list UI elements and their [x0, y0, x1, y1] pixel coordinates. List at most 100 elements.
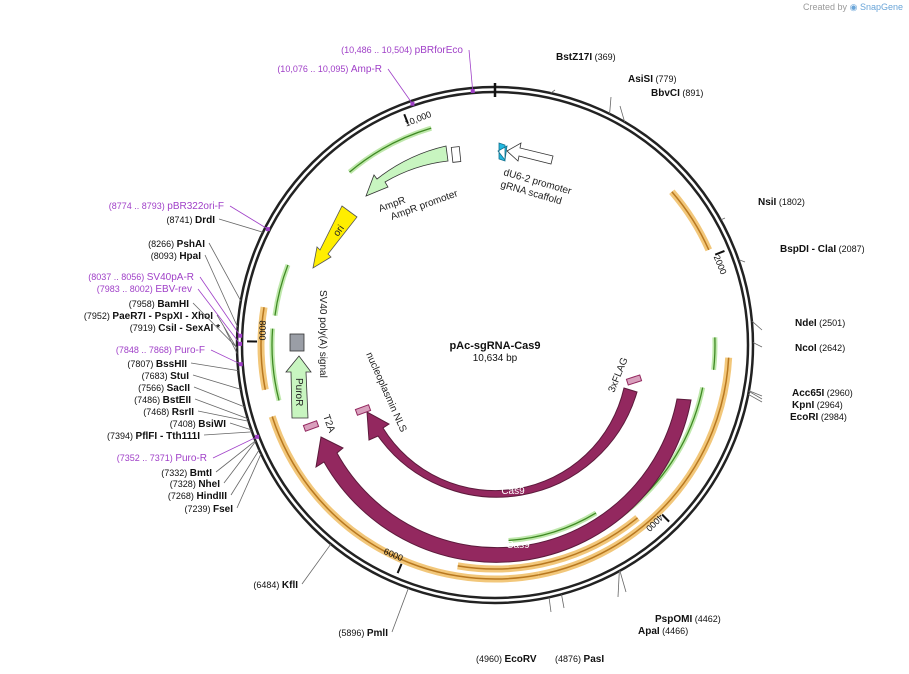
- nls-feature[interactable]: [354, 404, 372, 416]
- primer-marker[interactable]: [238, 362, 243, 367]
- primer-binding-arc-core: [349, 127, 432, 173]
- site-leader-line: [738, 259, 746, 263]
- site-position: (7468): [143, 407, 172, 417]
- restriction-site-label[interactable]: KpnI (2964): [792, 400, 843, 411]
- site-position: (2960): [824, 388, 853, 398]
- restriction-site-label[interactable]: (6484) KflI: [253, 580, 298, 591]
- ampr-promoter-feature[interactable]: [450, 146, 462, 163]
- primer-label[interactable]: (8774 .. 8793) pBR322ori-F: [109, 201, 224, 212]
- du6-promoter-feature[interactable]: [497, 142, 508, 162]
- cas9-feature[interactable]: [315, 398, 692, 563]
- site-leader-line: [391, 587, 409, 633]
- primer-label[interactable]: (7983 .. 8002) EBV-rev: [97, 284, 192, 295]
- restriction-site-label[interactable]: (7683) StuI: [142, 371, 190, 382]
- grna-scaffold-feature[interactable]: [506, 142, 554, 165]
- primer-marker[interactable]: [238, 333, 243, 338]
- restriction-site-label[interactable]: BbvCI (891): [651, 88, 703, 99]
- primer-label[interactable]: (10,486 .. 10,504) pBRforEco: [341, 45, 463, 56]
- tick-label: 6000: [382, 546, 404, 563]
- restriction-site-label[interactable]: (4960) EcoRV: [476, 654, 537, 665]
- primer-label[interactable]: (7352 .. 7371) Puro-R: [117, 453, 207, 464]
- restriction-site-label[interactable]: Acc65I (2960): [792, 388, 853, 399]
- primer-marker[interactable]: [238, 341, 243, 346]
- primer-marker[interactable]: [470, 88, 475, 93]
- restriction-site-label[interactable]: (7408) BsiWI: [170, 419, 227, 430]
- restriction-site-label[interactable]: (7952) PaeR7I - PspXI - XhoI: [84, 311, 213, 322]
- site-name: EcoRV: [505, 654, 537, 665]
- restriction-site-label[interactable]: (8741) DrdI: [166, 215, 215, 226]
- site-position: (7268): [168, 491, 197, 501]
- orf-track-core: [271, 416, 539, 580]
- site-leader-line: [609, 96, 612, 114]
- site-leader-line: [193, 386, 245, 408]
- restriction-site-label[interactable]: (7566) SacII: [138, 383, 190, 394]
- flag-feature[interactable]: [625, 374, 643, 386]
- site-position: (6484): [253, 580, 282, 590]
- site-leader-line: [548, 597, 552, 613]
- primer-position: (7983 .. 8002): [97, 284, 156, 294]
- site-position: (779): [653, 74, 677, 84]
- restriction-site-label[interactable]: (8093) HpaI: [151, 251, 201, 262]
- primer-label[interactable]: (7848 .. 7868) Puro-F: [116, 345, 205, 356]
- restriction-site-label[interactable]: (7268) HindIII: [168, 491, 227, 502]
- site-leader-line: [223, 441, 256, 484]
- cas9-inner-feature[interactable]: [366, 387, 638, 498]
- site-name: HindIII: [196, 491, 227, 502]
- site-leader-line: [561, 594, 565, 609]
- restriction-site-label[interactable]: (7958) BamHI: [129, 299, 189, 310]
- restriction-site-label[interactable]: NcoI (2642): [795, 343, 845, 354]
- restriction-site-label[interactable]: (7486) BstEII: [134, 395, 191, 406]
- primer-label[interactable]: (8037 .. 8056) SV40pA-R: [88, 272, 194, 283]
- ampr-feature[interactable]: [365, 145, 449, 197]
- t2a-feature[interactable]: [302, 420, 320, 432]
- site-name: DrdI: [195, 215, 215, 226]
- site-name: BstZ17I: [556, 52, 592, 63]
- restriction-site-label[interactable]: BspDI - ClaI (2087): [780, 244, 865, 255]
- primer-marker[interactable]: [255, 434, 260, 439]
- site-leader-line: [197, 410, 249, 422]
- primer-marker[interactable]: [410, 101, 415, 106]
- primer-leader-line: [197, 288, 241, 345]
- plasmid-size: 10,634 bp: [473, 353, 518, 364]
- restriction-site-label[interactable]: AsiSI (779): [628, 74, 677, 85]
- restriction-site-label[interactable]: NsiI (1802): [758, 197, 805, 208]
- site-leader-line: [748, 393, 763, 403]
- restriction-site-label[interactable]: BstZ17I (369): [556, 52, 616, 63]
- restriction-site-label[interactable]: (7239) FseI: [184, 504, 233, 515]
- ori-label: ori: [331, 223, 346, 238]
- primer-binding-arc[interactable]: [272, 264, 291, 316]
- sv40-feature[interactable]: [289, 333, 305, 352]
- primer-binding-arc-core: [271, 328, 280, 401]
- restriction-site-label[interactable]: (5896) PmlI: [338, 628, 388, 639]
- restriction-site-label[interactable]: (7328) NheI: [170, 479, 220, 490]
- restriction-site-label[interactable]: (7807) BssHII: [127, 359, 187, 370]
- site-leader-line: [301, 543, 332, 585]
- site-name: BspDI: [780, 244, 809, 255]
- primer-label[interactable]: (10,076 .. 10,095) Amp-R: [277, 64, 382, 75]
- primer-position: (10,486 .. 10,504): [341, 45, 415, 55]
- restriction-site-label[interactable]: (7468) RsrII: [143, 407, 194, 418]
- cas9-inner-label: Cas9: [501, 486, 525, 497]
- restriction-site-label[interactable]: ApaI (4466): [638, 626, 688, 637]
- restriction-site-label[interactable]: (8266) PshAI: [148, 239, 205, 250]
- site-name: KflI: [282, 580, 298, 591]
- site-name: BsiWI: [198, 419, 226, 430]
- primer-marker[interactable]: [265, 227, 270, 232]
- restriction-site-label[interactable]: (7332) BmtI: [161, 468, 212, 479]
- ori-feature[interactable]: [312, 205, 358, 269]
- restriction-site-label[interactable]: (4876) PasI: [555, 654, 604, 665]
- site-position: (7328): [170, 479, 199, 489]
- primer-name: SV40pA-R: [147, 272, 194, 283]
- site-position: (7952): [84, 311, 113, 321]
- restriction-site-label[interactable]: (7394) PflFI - Tth111I: [107, 431, 200, 442]
- restriction-site-label[interactable]: (7919) CsiI - SexAI *: [130, 323, 220, 334]
- tick-label: 2000: [712, 254, 729, 276]
- puror-feature[interactable]: [285, 355, 312, 419]
- restriction-site-label[interactable]: EcoRI (2984): [790, 412, 847, 423]
- restriction-site-label[interactable]: PspOMI (4462): [655, 614, 721, 625]
- site-name: PshAI: [177, 239, 206, 250]
- tick-label: 10,000: [403, 109, 432, 128]
- primer-name: Puro-R: [175, 453, 207, 464]
- restriction-site-label[interactable]: NdeI (2501): [795, 318, 845, 329]
